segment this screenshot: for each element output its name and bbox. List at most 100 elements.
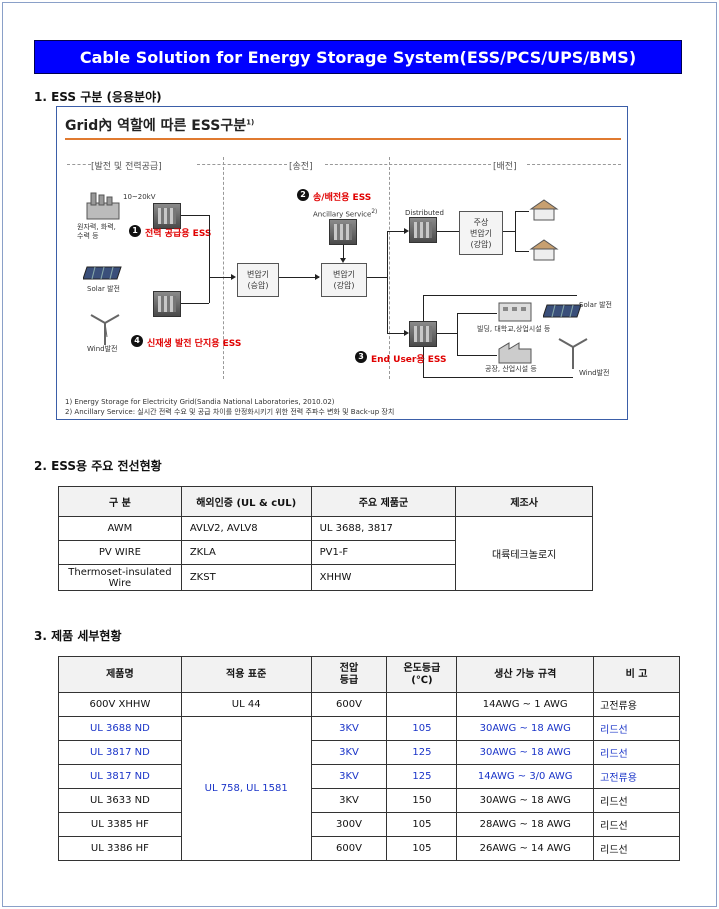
cell: UL 3817 ND bbox=[58, 740, 182, 765]
cell: UL 3817 ND bbox=[58, 764, 182, 789]
cell: 125 bbox=[386, 740, 458, 765]
cell: 105 bbox=[386, 716, 458, 741]
diagram-title: Grid內 역할에 따른 ESS구분1) bbox=[65, 118, 255, 134]
cell bbox=[386, 692, 458, 717]
cell: ZKLA bbox=[180, 540, 312, 565]
col-header: 주요 제품군 bbox=[310, 486, 457, 517]
section-heading-1: 1. ESS 구분 (응용분야) bbox=[34, 90, 162, 104]
table-row: UL 3688 ND UL 758, UL 1581 3KV 105 30AWG… bbox=[58, 716, 680, 861]
table-row: UL 3633 ND 3KV 150 30AWG ~ 18 AWG 리드선 bbox=[58, 788, 680, 813]
role-1-number: 1 bbox=[129, 225, 141, 237]
cell: 150 bbox=[386, 788, 458, 813]
cell: 리드선 bbox=[593, 740, 680, 765]
cell: 30AWG ~ 18 AWG bbox=[456, 716, 595, 741]
col-header: 제조사 bbox=[455, 486, 593, 517]
cell: AVLV2, AVLV8 bbox=[180, 516, 312, 541]
pole-transformer: 주상 변압기 (강압) bbox=[459, 211, 503, 255]
transformer-step-up: 변압기 (승압) bbox=[237, 263, 279, 297]
role-3-number: 3 bbox=[355, 351, 367, 363]
cell: 리드선 bbox=[593, 788, 680, 813]
table-header-row: 구 분 해외인증 (UL & cUL) 주요 제품군 제조사 bbox=[58, 486, 593, 517]
factory-icon bbox=[498, 342, 532, 364]
solar-right-label: Solar 발전 bbox=[579, 301, 612, 309]
cell: 28AWG ~ 18 AWG bbox=[456, 812, 595, 837]
cell: 600V XHHW bbox=[58, 692, 182, 717]
cell: 30AWG ~ 18 AWG bbox=[456, 788, 595, 813]
diagram-rule bbox=[65, 138, 621, 140]
cell: 고전류용 bbox=[593, 764, 680, 789]
cell: 26AWG ~ 14 AWG bbox=[456, 836, 595, 861]
cell: 고전류용 bbox=[593, 692, 680, 717]
wind-turbine-icon bbox=[558, 338, 588, 369]
wind-turbine-icon bbox=[90, 314, 120, 345]
note-1: 1) Energy Storage for Electricity Grid(S… bbox=[65, 398, 335, 406]
col-header: 제품명 bbox=[58, 656, 182, 693]
col-header: 생산 가능 규격 bbox=[456, 656, 595, 693]
role-2-text: 송/배전용 ESS bbox=[313, 193, 372, 203]
kv-label: 10~20kV bbox=[123, 193, 156, 201]
cell: XHHW bbox=[310, 564, 457, 591]
transformer-step-down: 변압기 (강압) bbox=[321, 263, 367, 297]
cell: UL 44 bbox=[180, 692, 312, 717]
cell: 105 bbox=[386, 812, 458, 837]
cell: 105 bbox=[386, 836, 458, 861]
plant-label: 원자력, 화력, 수력 등 bbox=[77, 223, 116, 240]
table-row: AWM AVLV2, AVLV8 UL 3688, 3817 대륙테크놀로지 bbox=[58, 516, 593, 591]
section-heading-2: 2. ESS용 주요 전선현황 bbox=[34, 459, 162, 473]
cell: 125 bbox=[386, 764, 458, 789]
cell: 600V bbox=[310, 692, 388, 717]
solar-panel-icon bbox=[543, 304, 582, 318]
table-row: Thermoset-insulated Wire ZKST XHHW bbox=[58, 564, 593, 591]
table-row: 600V XHHW UL 44 600V 14AWG ~ 1 AWG 고전류용 bbox=[58, 692, 680, 717]
ancillary-label: Ancillary Service2) bbox=[313, 209, 378, 219]
solar-left-label: Solar 발전 bbox=[87, 285, 120, 293]
table-row: UL 3385 HF 300V 105 28AWG ~ 18 AWG 리드선 bbox=[58, 812, 680, 837]
cell: 30AWG ~ 18 AWG bbox=[456, 740, 595, 765]
cell: PV1-F bbox=[310, 540, 457, 565]
cell: UL 3688 ND bbox=[58, 716, 182, 741]
note-2: 2) Ancillary Service: 실시간 전력 수요 및 공급 차이를… bbox=[65, 408, 395, 416]
col-header: 해외인증 (UL & cUL) bbox=[180, 486, 312, 517]
cable-status-table: 구 분 해외인증 (UL & cUL) 주요 제품군 제조사 AWM AVLV2… bbox=[58, 486, 593, 591]
section-heading-3: 3. 제품 세부현황 bbox=[34, 629, 122, 643]
cell: 14AWG ~ 3/0 AWG bbox=[456, 764, 595, 789]
diagram-notes: 1) Energy Storage for Electricity Grid(S… bbox=[65, 397, 394, 417]
cell: 14AWG ~ 1 AWG bbox=[456, 692, 595, 717]
role-1-text: 전력 공급용 ESS bbox=[145, 229, 212, 239]
building-label: 빌딩, 대학교,상업시설 등 bbox=[477, 325, 551, 333]
cell: 리드선 bbox=[593, 812, 680, 837]
col-header: 비 고 bbox=[593, 656, 680, 693]
col-header: 구 분 bbox=[58, 486, 182, 517]
cell: 3KV bbox=[310, 788, 388, 813]
ess-unit-transmission bbox=[329, 219, 357, 245]
house-icon bbox=[529, 199, 559, 221]
cell: 600V bbox=[310, 836, 388, 861]
wind-right-label: Wind발전 bbox=[579, 369, 610, 377]
role-2-number: 2 bbox=[297, 189, 309, 201]
cell: 리드선 bbox=[593, 716, 680, 741]
col-header: 전압 등급 bbox=[310, 656, 388, 693]
cell: PV WIRE bbox=[58, 540, 182, 565]
page-title: Cable Solution for Energy Storage System… bbox=[34, 40, 682, 74]
col-header: 적용 표준 bbox=[180, 656, 312, 693]
table-row: UL 3817 ND 3KV 125 14AWG ~ 3/0 AWG 고전류용 bbox=[58, 764, 680, 789]
cell: 3KV bbox=[310, 716, 388, 741]
role-3-text: End User용 ESS bbox=[371, 355, 447, 365]
cell: UL 3385 HF bbox=[58, 812, 182, 837]
ess-diagram: Grid內 역할에 따른 ESS구분1) [발전 및 전력공급] [송전] [배… bbox=[56, 106, 628, 420]
cell: ZKST bbox=[180, 564, 312, 591]
cell: 3KV bbox=[310, 764, 388, 789]
role-4-number: 4 bbox=[131, 335, 143, 347]
role-4-text: 신재생 발전 단지용 ESS bbox=[147, 339, 242, 349]
distributed-label: Distributed bbox=[405, 209, 444, 217]
merged-standard-cell: UL 758, UL 1581 bbox=[180, 716, 312, 861]
cell: UL 3688, 3817 bbox=[310, 516, 457, 541]
cell: UL 3633 ND bbox=[58, 788, 182, 813]
zone-transmission: [송전] bbox=[289, 162, 313, 172]
cell: Thermoset-insulated Wire bbox=[58, 564, 182, 591]
table-row: UL 3386 HF 600V 105 26AWG ~ 14 AWG 리드선 bbox=[58, 836, 680, 861]
zone-distribution: [배전] bbox=[493, 162, 517, 172]
wind-left-label: Wind발전 bbox=[87, 345, 118, 353]
product-detail-table: 제품명 적용 표준 전압 등급 온도등급 (℃) 생산 가능 규격 비 고 60… bbox=[58, 656, 680, 861]
